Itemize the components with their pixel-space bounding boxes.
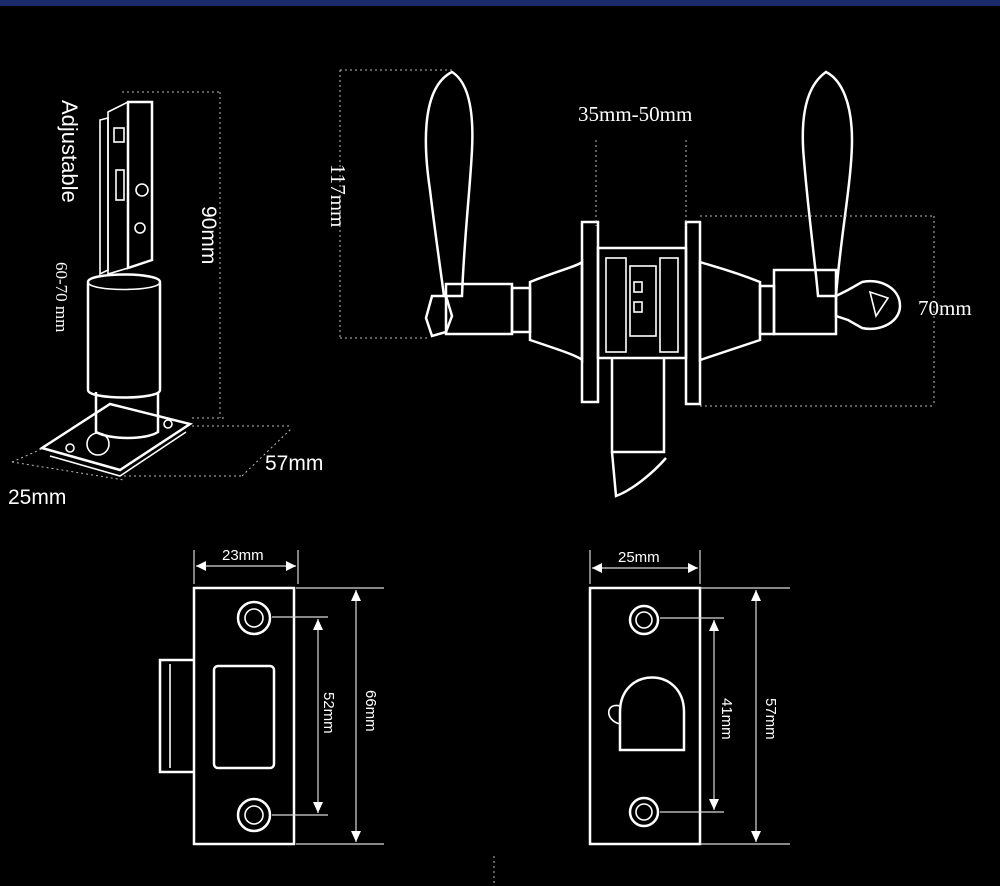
key (834, 279, 902, 331)
strike-width-label: 23mm (222, 547, 264, 564)
door-thickness-label: 35mm-50mm (578, 102, 692, 126)
dust-height-label: 57mm (762, 698, 779, 740)
plate-length-label: 57mm (265, 452, 323, 475)
right-lever-handle (801, 70, 854, 298)
top-border (0, 0, 1000, 6)
dust-plate-dimensions (589, 550, 790, 845)
dust-hole-spacing-label: 41mm (718, 698, 735, 740)
lever-height-label: 117mm (326, 164, 350, 227)
left-lever-handle (424, 70, 474, 298)
plate-width-label: 25mm (8, 486, 66, 509)
adjustable-range-label: 60-70 mm (52, 262, 71, 332)
latch-dimension-lines (11, 91, 293, 481)
latch-height-label: 90mm (197, 206, 220, 264)
strike-plate-dimensions (193, 550, 384, 845)
dust-width-label: 25mm (618, 549, 660, 566)
strike-height-label: 66mm (362, 690, 379, 732)
lever-set-drawing (424, 70, 902, 498)
dust-plate-drawing (588, 586, 702, 846)
adjustable-label: Adjustable (57, 100, 82, 203)
strike-hole-spacing-label: 52mm (320, 692, 337, 734)
strike-plate-drawing (158, 586, 296, 846)
lever-dimension-lines (339, 69, 935, 407)
latch-drawing (38, 100, 194, 477)
rose-diameter-label: 70mm (918, 296, 972, 320)
